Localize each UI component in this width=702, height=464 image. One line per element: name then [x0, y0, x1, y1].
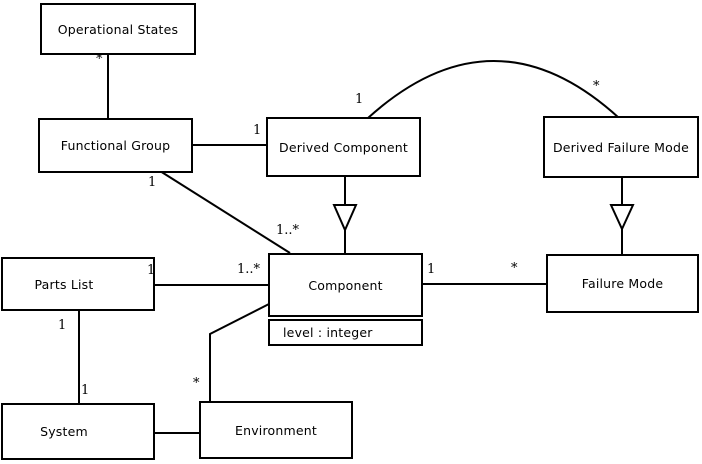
- class-label-derived-failure-mode: Derived Failure Mode: [552, 139, 690, 155]
- class-node-functional-group: Functional Group: [38, 118, 193, 173]
- edge-derived-component-derived-failure-mode-arc: [367, 60, 620, 119]
- generalization-triangle-icon-derived-component: [332, 204, 358, 233]
- multiplicity-component-end-parts-list: 1..*: [237, 262, 261, 277]
- class-label-parts-list: Parts List: [34, 276, 94, 292]
- class-label-failure-mode: Failure Mode: [581, 276, 664, 291]
- multiplicity-component-end-failure-mode: 1: [427, 262, 436, 277]
- multiplicity-parts-list-system-top: 1: [58, 318, 67, 333]
- class-label-functional-group: Functional Group: [60, 138, 171, 153]
- multiplicity-component-end-functional-group: 1..*: [276, 223, 300, 238]
- multiplicity-derived-component-arc-end: 1: [355, 92, 364, 107]
- generalization-triangle-icon-derived-failure-mode: [609, 204, 635, 232]
- class-node-parts-list: Parts List: [1, 257, 155, 311]
- class-node-failure-mode: Failure Mode: [546, 254, 699, 313]
- class-label-system: System: [40, 424, 88, 439]
- attribute-label-level-integer: level : integer: [283, 325, 373, 340]
- multiplicity-functional-group-end: 1: [148, 175, 157, 190]
- multiplicity-derived-failure-mode-arc-end: *: [593, 79, 600, 94]
- multiplicity-environment-end: *: [193, 376, 200, 391]
- class-attribute-compartment-component: level : integer: [268, 319, 423, 346]
- multiplicity-parts-list-system-bottom: 1: [81, 383, 90, 398]
- class-label-operational-states: Operational States: [57, 21, 179, 37]
- multiplicity-parts-list-end: 1: [147, 263, 156, 278]
- class-node-environment: Environment: [199, 401, 353, 459]
- multiplicity-derived-component-end: 1: [253, 123, 262, 138]
- edge-functional-group-component: [159, 170, 291, 254]
- multiplicity-operational-states-end: *: [96, 52, 103, 67]
- class-node-system: System: [1, 403, 155, 460]
- class-node-component: Component: [268, 253, 423, 317]
- class-node-operational-states: Operational States: [40, 3, 196, 55]
- class-label-environment: Environment: [234, 422, 318, 438]
- class-label-derived-component: Derived Component: [279, 139, 408, 155]
- multiplicity-failure-mode-end: *: [511, 261, 518, 276]
- class-node-derived-failure-mode: Derived Failure Mode: [543, 116, 699, 178]
- edge-environment-component: [209, 303, 270, 402]
- class-node-derived-component: Derived Component: [266, 117, 421, 177]
- class-label-component: Component: [308, 277, 383, 293]
